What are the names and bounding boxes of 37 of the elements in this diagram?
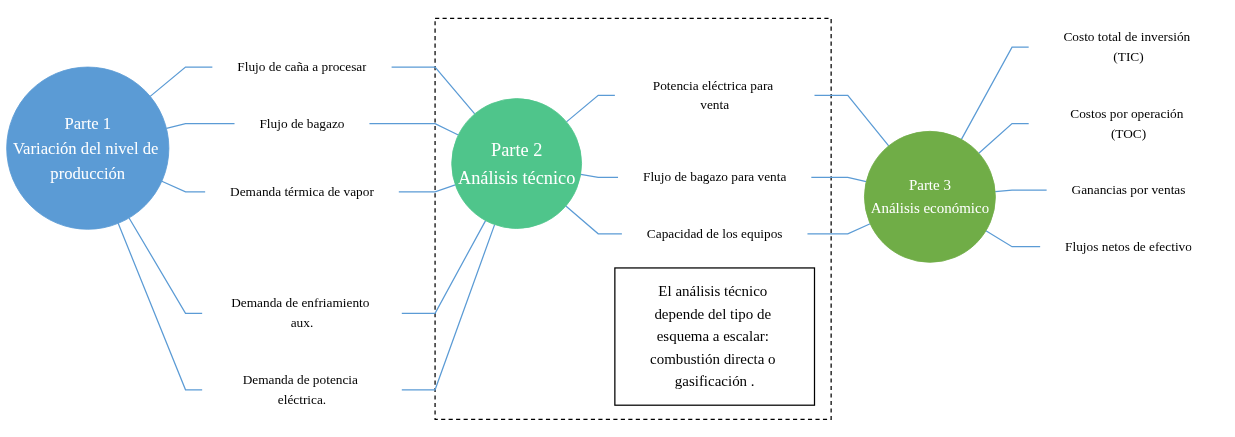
connector	[128, 217, 203, 314]
connector	[149, 66, 213, 98]
node-circle: Parte 3 Análisis económico	[864, 130, 996, 263]
node-circle: Parte 2 Análisis técnico	[451, 98, 582, 229]
connector	[978, 123, 1030, 154]
node-text: Flujos netos de efectivo	[1065, 239, 1192, 254]
node-text: Demanda de enfriamiento aux.	[231, 295, 370, 330]
node-box: El análisis técnico depende del tipo de esquema a escalar: combustión directa o gasificación .	[614, 267, 816, 406]
node-circle: Parte 1 Variación del nivel de producción	[6, 66, 170, 230]
node-text: Potencia eléctrica para venta	[652, 77, 774, 113]
connector	[401, 220, 487, 314]
connector	[806, 223, 871, 235]
connector	[813, 94, 890, 147]
node-text: Demanda de potencia eléctrica.	[242, 372, 358, 407]
connector	[580, 173, 619, 178]
connector	[117, 222, 203, 391]
connector	[368, 123, 459, 136]
node-text: Costo total de inversión (TIC)	[1063, 29, 1191, 64]
connector	[401, 224, 496, 391]
connector	[398, 184, 456, 193]
node-text: Flujo de bagazo para venta	[642, 169, 787, 184]
node-text: Demanda térmica de vapor	[230, 184, 374, 199]
connector	[985, 230, 1041, 248]
connector	[565, 205, 623, 235]
node-text: Capacidad de los equipos	[646, 226, 783, 241]
connector	[565, 94, 616, 123]
cluster	[434, 17, 832, 420]
node-text: Flujo de caña a procesar	[237, 59, 367, 74]
node-text: Costos por operación (TOC)	[1070, 106, 1184, 141]
connector	[960, 46, 1030, 141]
node-text: Flujo de bagazo	[259, 116, 345, 131]
connector	[165, 123, 236, 130]
node-text: Ganancias por ventas	[1071, 182, 1186, 197]
connector	[994, 189, 1048, 193]
connector	[810, 176, 867, 183]
connector	[161, 180, 206, 193]
connector	[390, 66, 476, 115]
